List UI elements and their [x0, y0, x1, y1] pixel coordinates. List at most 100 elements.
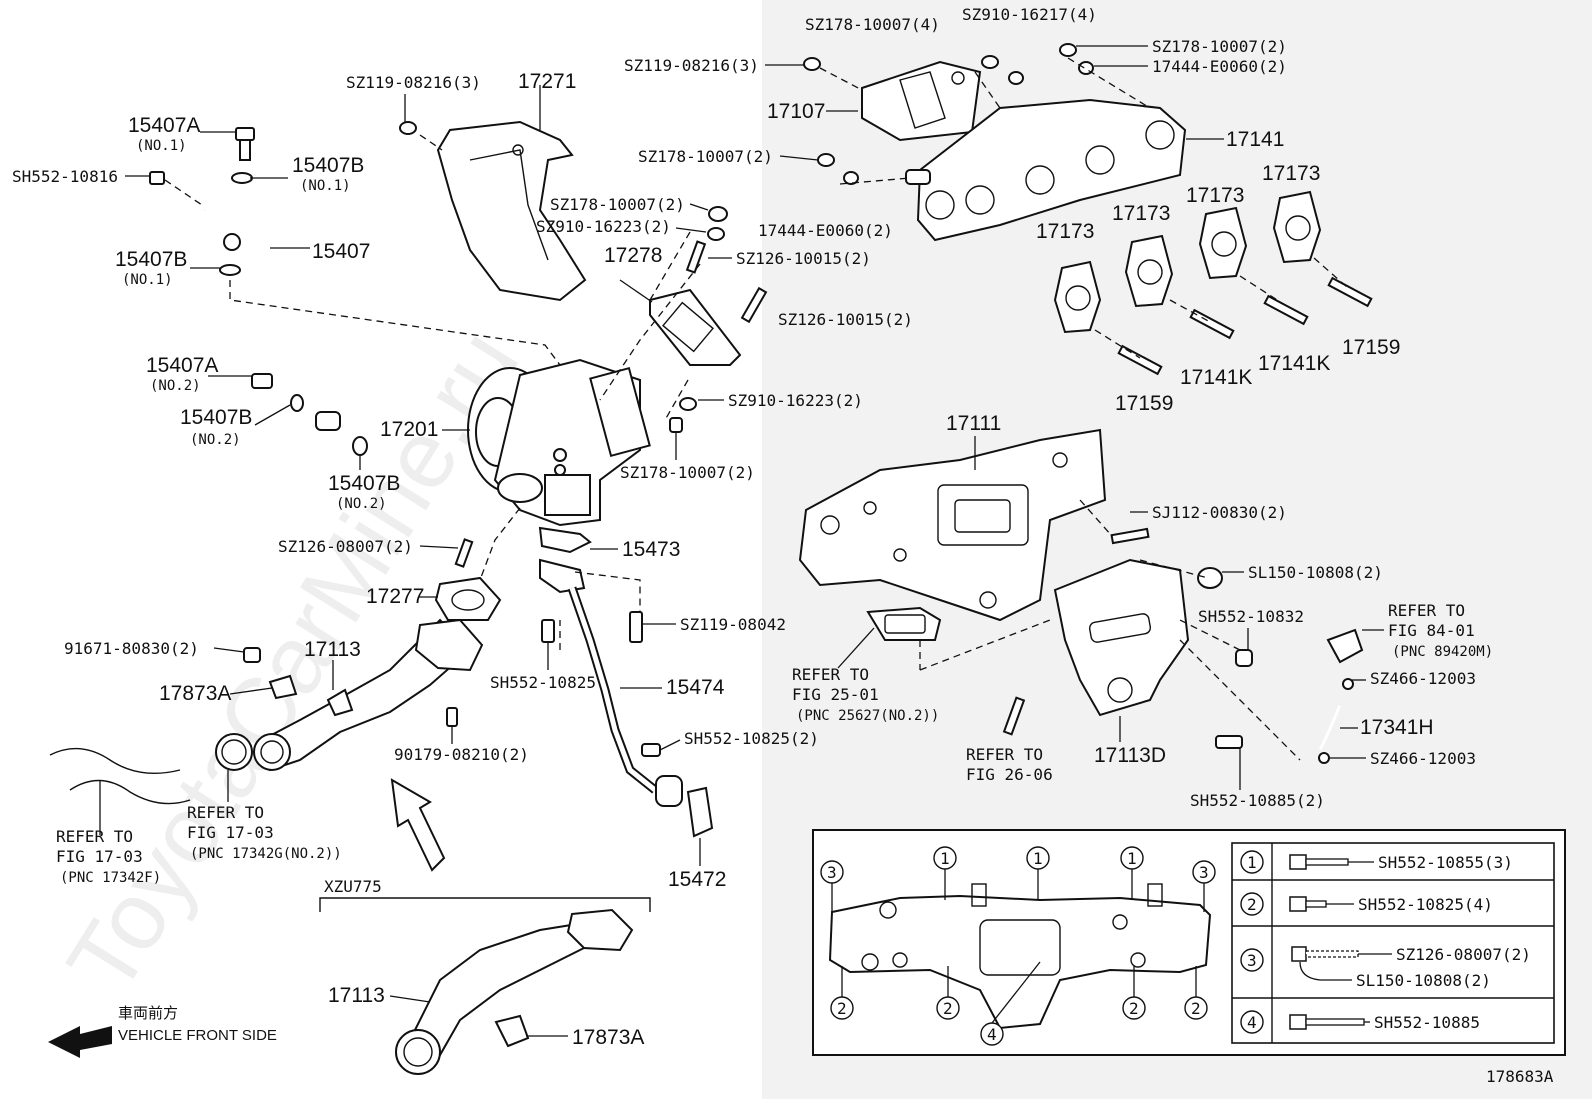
- gasket-17278: [619, 206, 768, 433]
- refer-26-line1: REFER TO: [966, 745, 1043, 764]
- label-15407b-3: 15407B: [180, 406, 252, 429]
- gasket-17277: [434, 538, 502, 621]
- label-15407b-2-note: (NO.1): [122, 272, 173, 288]
- label-sh552-10832: SH552-10832: [1198, 607, 1304, 626]
- variant-label: XZU775: [324, 877, 382, 896]
- label-sl150-10808: SL150-10808(2): [1248, 563, 1383, 582]
- label-17873a: 17873A: [159, 682, 231, 705]
- refer-17a-line1: REFER TO: [187, 803, 264, 822]
- label-sj112-00830: SJ112-00830(2): [1152, 503, 1287, 522]
- label-sz466-12003-a: SZ466-12003: [1370, 669, 1476, 688]
- label-17173-a: 17173: [1036, 220, 1094, 243]
- label-17173-d: 17173: [1262, 162, 1320, 185]
- label-sh552-10816: SH552-10816: [12, 167, 118, 186]
- label-15407a-2: 15407A: [146, 354, 218, 377]
- label-sz466-12003-b: SZ466-12003: [1370, 749, 1476, 768]
- label-sz119-08042: SZ119-08042: [680, 615, 786, 634]
- label-15407a-2-note: (NO.2): [150, 378, 201, 394]
- refer-84-line3: (PNC 89420M): [1392, 644, 1493, 660]
- callout-9: 2: [1129, 999, 1139, 1018]
- callout-5: 3: [1199, 863, 1209, 882]
- refer-25-line3: (PNC 25627(NO.2)): [796, 708, 939, 724]
- label-15474: 15474: [666, 676, 725, 699]
- label-15407: 15407: [312, 240, 370, 263]
- label-17107: 17107: [767, 100, 825, 123]
- label-17173-c: 17173: [1186, 184, 1244, 207]
- label-17278: 17278: [604, 244, 662, 267]
- label-17111: 17111: [946, 412, 1001, 435]
- refer-26-line2: FIG 26-06: [966, 765, 1053, 784]
- label-sz178-10007-4: SZ178-10007(4): [805, 15, 940, 34]
- label-17141: 17141: [1226, 128, 1284, 151]
- legend-part-4: SH552-10885: [1374, 1013, 1480, 1032]
- label-15472: 15472: [668, 868, 726, 891]
- label-sz178-10007-2d: SZ178-10007(2): [620, 463, 755, 482]
- refer-17b-line2: FIG 17-03: [56, 847, 143, 866]
- label-15407b-4: 15407B: [328, 472, 400, 495]
- refer-17a-line2: FIG 17-03: [187, 823, 274, 842]
- legend-part-2: SH552-10825(4): [1358, 895, 1493, 914]
- label-17113-xzu775: 17113: [328, 984, 385, 1007]
- label-17173-b: 17173: [1112, 202, 1170, 225]
- callout-8: 4: [987, 1025, 997, 1044]
- label-17341h: 17341H: [1360, 716, 1434, 739]
- label-17277: 17277: [366, 585, 424, 608]
- label-sh552-10825-2: SH552-10825(2): [684, 729, 819, 748]
- legend-part-3a: SZ126-08007(2): [1396, 945, 1531, 964]
- label-sz178-10007-2a: SZ178-10007(2): [1152, 37, 1287, 56]
- direction-arrow: [390, 778, 446, 872]
- insulator-17107: [399, 43, 1094, 185]
- refer-25-line2: FIG 25-01: [792, 685, 879, 704]
- callout-3: 1: [1033, 849, 1043, 868]
- heat-shield-17271: [436, 85, 587, 302]
- label-17444-e0060-b: 17444-E0060(2): [758, 221, 893, 240]
- refer-17b-line1: REFER TO: [56, 827, 133, 846]
- label-15407a-1-note: (NO.1): [136, 138, 187, 154]
- legend-part-3b: SL150-10808(2): [1356, 971, 1491, 990]
- legend-num-3: 3: [1247, 951, 1257, 970]
- refer-17b-line3: (PNC 17342F): [60, 870, 161, 886]
- oil-pipe-15407: [125, 127, 368, 470]
- dashed-leaders: [164, 57, 1349, 761]
- label-17159-b: 17159: [1342, 336, 1400, 359]
- label-15407a-1: 15407A: [128, 114, 200, 137]
- label-17444-e0060-a: 17444-E0060(2): [1152, 57, 1287, 76]
- exhaust-manifold-17141: [905, 98, 1187, 242]
- oil-return-pipe-15474: [538, 526, 714, 838]
- refer-25-line1: REFER TO: [792, 665, 869, 684]
- label-sz910-16223-b: SZ910-16223(2): [728, 391, 863, 410]
- label-sh552-10825: SH552-10825: [490, 673, 596, 692]
- air-pipe-17113: [215, 618, 484, 772]
- label-17873a-xzu775: 17873A: [572, 1026, 644, 1049]
- label-sz178-10007-2b: SZ178-10007(2): [638, 147, 773, 166]
- label-91671-80830: 91671-80830(2): [64, 639, 199, 658]
- intake-pipe-17113d: [866, 558, 1364, 764]
- label-15473: 15473: [622, 538, 680, 561]
- legend-num-2: 2: [1247, 895, 1257, 914]
- turbocharger-17201: [467, 358, 651, 527]
- legend-part-1: SH552-10855(3): [1378, 853, 1513, 872]
- label-17201: 17201: [380, 418, 438, 441]
- callout-10: 2: [1191, 999, 1201, 1018]
- gaskets-17173: [1053, 190, 1373, 376]
- hose-17342f: [49, 747, 191, 835]
- label-17141k-a: 17141K: [1180, 366, 1252, 389]
- diagram-id: 178683A: [1486, 1067, 1554, 1086]
- label-15407b-2: 15407B: [115, 248, 187, 271]
- label-17113d: 17113D: [1094, 744, 1166, 767]
- gasket-callouts: 3 1 1 1 3 2 2 4 2 2: [820, 846, 1216, 1046]
- refer-84-line2: FIG 84-01: [1388, 621, 1475, 640]
- front-side-en: VEHICLE FRONT SIDE: [118, 1027, 277, 1044]
- label-15407b-3-note: (NO.2): [190, 432, 241, 448]
- label-15407b-1-note: (NO.1): [300, 178, 351, 194]
- label-17159-a: 17159: [1115, 392, 1173, 415]
- front-arrow-icon: [48, 1026, 112, 1058]
- legend-num-4: 4: [1247, 1013, 1257, 1032]
- label-90179-08210: 90179-08210(2): [394, 745, 529, 764]
- refer-84-line1: REFER TO: [1388, 601, 1465, 620]
- label-sz910-16223-a: SZ910-16223(2): [536, 217, 671, 236]
- label-15407b-4-note: (NO.2): [336, 496, 387, 512]
- air-pipe-17113-xzu775: [319, 897, 651, 1075]
- label-17141k-b: 17141K: [1258, 352, 1330, 375]
